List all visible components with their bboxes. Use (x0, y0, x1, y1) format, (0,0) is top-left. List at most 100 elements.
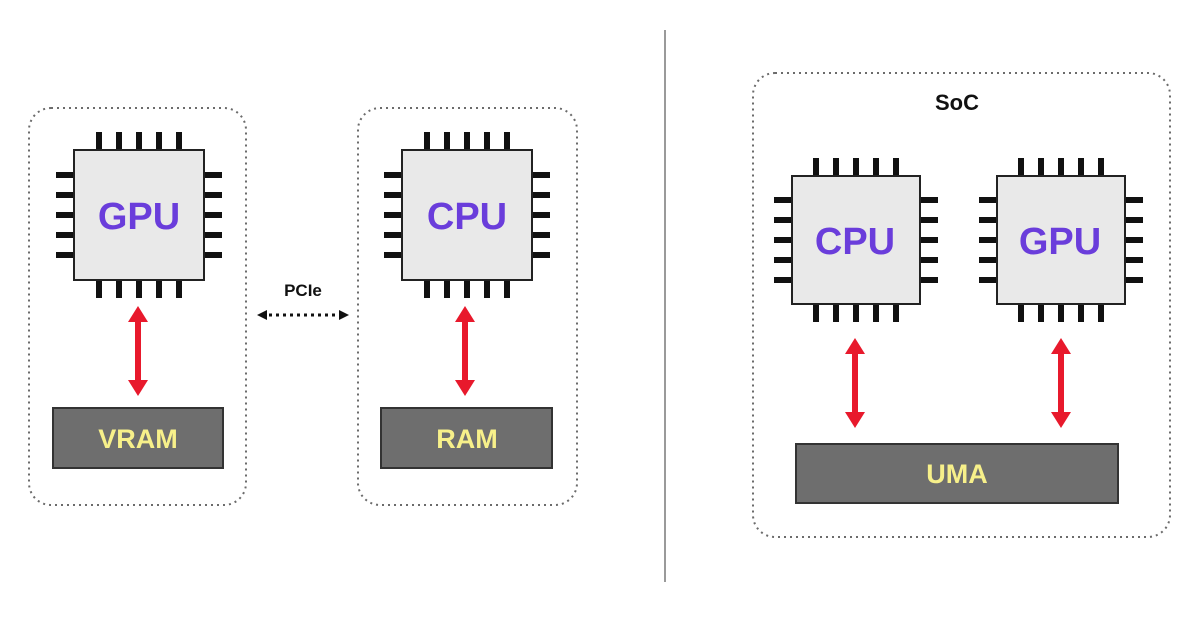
chip-pin (444, 280, 450, 298)
chip-pin (873, 304, 879, 322)
chip-pin (979, 197, 997, 203)
chip-pin (204, 212, 222, 218)
soc-gpu-chip (979, 158, 1143, 322)
chip-pin (774, 217, 792, 223)
chip-pin (979, 257, 997, 263)
chip-pin (920, 217, 938, 223)
chip-pin (1058, 158, 1064, 176)
chip-pin (1098, 304, 1104, 322)
chip-pin (1125, 217, 1143, 223)
chip-pin (813, 158, 819, 176)
chip-pin (464, 132, 470, 150)
chip-pin (56, 252, 74, 258)
chip-pin (532, 252, 550, 258)
chip-pin (504, 280, 510, 298)
chip-pin (920, 257, 938, 263)
chip-pin (893, 304, 899, 322)
cpu-chip (384, 132, 550, 298)
double-arrow-shape (128, 306, 148, 396)
gpu-chip-label: GPU (98, 196, 180, 238)
chip-pin (774, 197, 792, 203)
cpu-chip-label: CPU (427, 196, 507, 238)
chip-pin (920, 277, 938, 283)
chip-pin (1078, 304, 1084, 322)
chip-pin (774, 257, 792, 263)
chip-pin (532, 212, 550, 218)
chip-pin (384, 172, 402, 178)
double-arrow-shape (1051, 338, 1071, 428)
ram-label: RAM (436, 424, 498, 454)
soc-box (752, 72, 1171, 538)
chip-pin (136, 132, 142, 150)
chip-pin (384, 192, 402, 198)
chip-pin (1038, 158, 1044, 176)
chip-pin (56, 232, 74, 238)
chip-pin (156, 132, 162, 150)
chip-body (401, 149, 533, 281)
chip-pin (384, 252, 402, 258)
chip-pin (136, 280, 142, 298)
soc-cpu-chip (774, 158, 938, 322)
chip-pin (532, 232, 550, 238)
soc-cpu-chip-label: CPU (815, 221, 895, 263)
chip-pin (116, 132, 122, 150)
chip-pin (774, 237, 792, 243)
chip-pin (204, 172, 222, 178)
chip-pin (464, 280, 470, 298)
chip-pin (873, 158, 879, 176)
chip-pin (1018, 158, 1024, 176)
gpu-group-box (28, 107, 247, 506)
soc-label: SoC (935, 90, 979, 115)
chip-pin (204, 252, 222, 258)
chip-pin (484, 132, 490, 150)
chip-pin (1078, 158, 1084, 176)
chip-pin (424, 280, 430, 298)
chip-pin (384, 232, 402, 238)
chip-pin (833, 158, 839, 176)
chip-pin (920, 237, 938, 243)
double-arrow-shape (455, 306, 475, 396)
vram-label: VRAM (98, 424, 178, 454)
double-arrow-shape (845, 338, 865, 428)
chip-pin (1125, 237, 1143, 243)
chip-pin (979, 217, 997, 223)
uma-label: UMA (926, 459, 988, 489)
chip-pin (893, 158, 899, 176)
chip-pin (1038, 304, 1044, 322)
chip-pin (444, 132, 450, 150)
chip-pin (979, 237, 997, 243)
chip-pin (1125, 197, 1143, 203)
chip-pin (176, 280, 182, 298)
chip-pin (1125, 257, 1143, 263)
chip-pin (96, 280, 102, 298)
gpu-chip (56, 132, 222, 298)
chip-pin (96, 132, 102, 150)
chip-pin (116, 280, 122, 298)
pcie-label: PCIe (284, 281, 322, 300)
vram-block (52, 407, 224, 469)
soc-gpu-chip-label: GPU (1019, 221, 1101, 263)
chip-pin (1125, 277, 1143, 283)
soc-cpu-uma-arrow (845, 338, 865, 428)
chip-pin (384, 212, 402, 218)
chip-pin (504, 132, 510, 150)
chip-pin (156, 280, 162, 298)
chip-body (791, 175, 921, 305)
chip-pin (56, 172, 74, 178)
chip-pin (532, 192, 550, 198)
chip-pin (853, 304, 859, 322)
chip-pin (1058, 304, 1064, 322)
chip-pin (532, 172, 550, 178)
cpu-group-box (357, 107, 578, 506)
chip-pin (424, 132, 430, 150)
chip-pin (853, 158, 859, 176)
chip-pin (484, 280, 490, 298)
chip-body (996, 175, 1126, 305)
ram-block (380, 407, 553, 469)
cpu-ram-arrow (455, 306, 475, 396)
gpu-vram-arrow (128, 306, 148, 396)
soc-gpu-uma-arrow (1051, 338, 1071, 428)
chip-pin (176, 132, 182, 150)
chip-pin (979, 277, 997, 283)
